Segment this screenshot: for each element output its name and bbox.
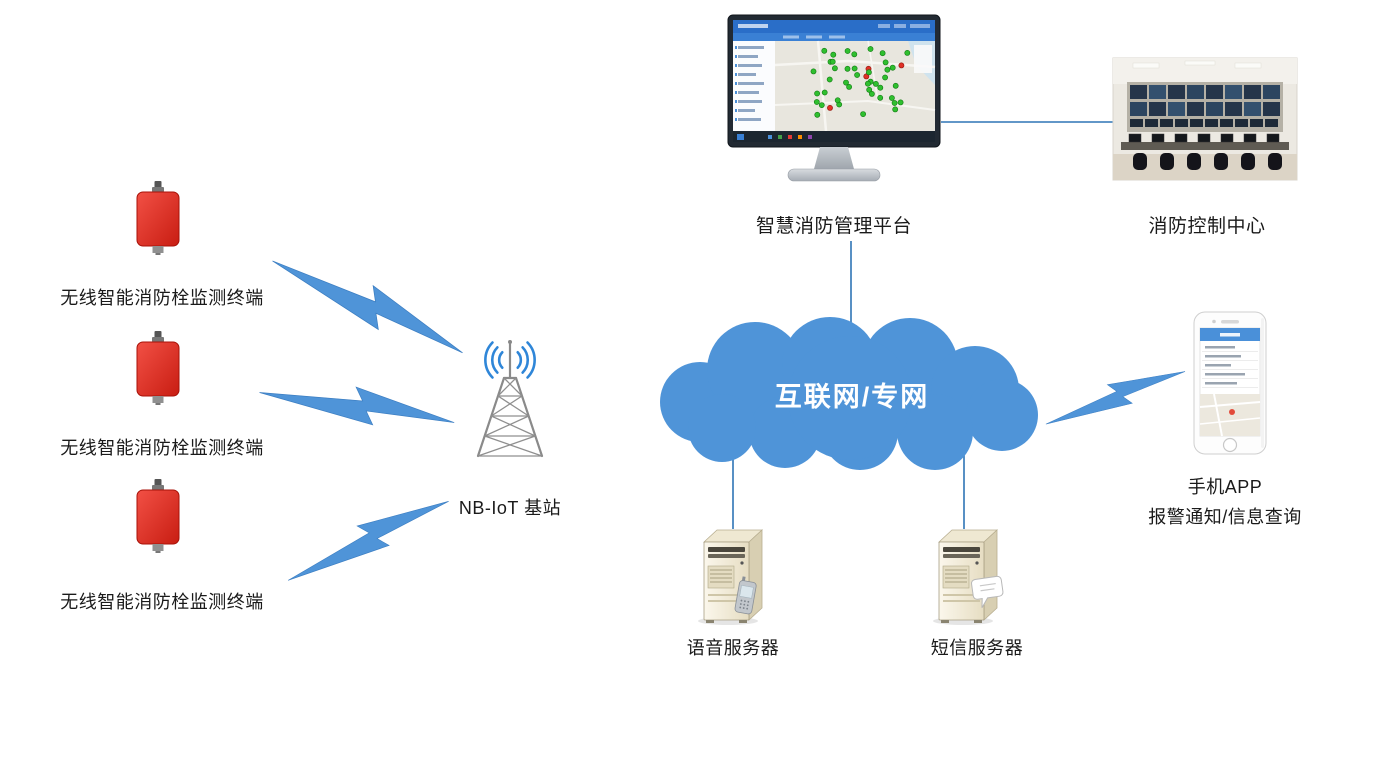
voice-server (697, 529, 763, 626)
cloud-label: 互联网/专网 (774, 382, 930, 412)
sms-server (932, 529, 1004, 626)
radio-waves-icon (484, 341, 536, 379)
monitor-stand (814, 147, 854, 169)
bolt-terminal2-basestation (258, 363, 458, 445)
mobile-app-label: 手机APP (1187, 477, 1263, 497)
tower-icon (476, 340, 544, 458)
handset-phone-icon (734, 576, 757, 615)
platform-monitor (727, 14, 941, 182)
hydrant-terminal-1 (136, 180, 180, 256)
monitor-sidebar (733, 41, 775, 131)
phone-home-button (1222, 437, 1238, 453)
platform-label: 智慧消防管理平台 (755, 216, 912, 237)
internet-cloud (660, 317, 1038, 470)
connector-lines (732, 121, 1113, 529)
bolt-cloud-phone (1039, 364, 1190, 427)
map-marker-dots (810, 46, 911, 118)
phone-speaker (1221, 320, 1239, 324)
taskbar (733, 131, 935, 142)
voice-server-label: 语音服务器 (686, 638, 780, 658)
nbiot-base-station (476, 340, 544, 458)
mobile-app-sublabel: 报警通知/信息查询 (1148, 507, 1302, 527)
hydrant-terminal-2 (136, 330, 180, 406)
map-pin-icon (1229, 409, 1235, 415)
base-station-label: NB-IoT 基站 (458, 498, 562, 518)
phone-map (1200, 394, 1260, 436)
control-center-label: 消防控制中心 (1148, 216, 1266, 237)
hydrant-terminal-3 (136, 478, 180, 554)
phone-camera (1212, 319, 1216, 324)
bolt-terminal3-basestation (278, 492, 457, 584)
control-center-photo (1112, 57, 1298, 181)
terminal-label-2: 无线智能消防栓监测终端 (60, 438, 264, 458)
terminal-label-3: 无线智能消防栓监测终端 (60, 592, 264, 612)
terminal-label-1: 无线智能消防栓监测终端 (60, 288, 264, 308)
mobile-phone (1193, 311, 1267, 455)
message-bubble-icon (971, 575, 1004, 608)
bolt-terminal1-basestation (270, 233, 469, 374)
sms-server-label: 短信服务器 (930, 638, 1024, 658)
console-desk (1121, 142, 1289, 150)
